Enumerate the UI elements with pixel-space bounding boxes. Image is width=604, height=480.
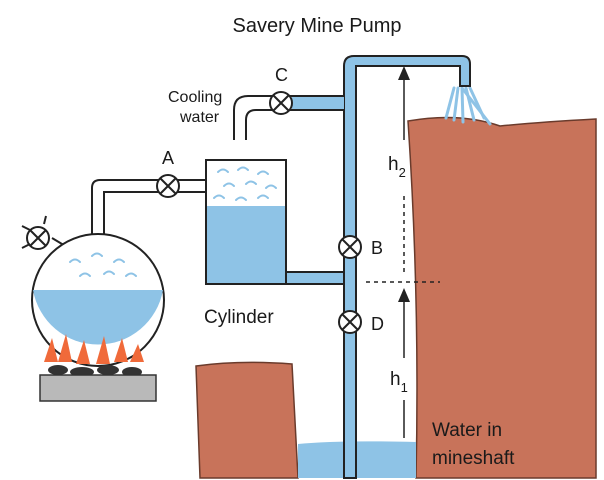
valve-c-label: C xyxy=(275,65,288,85)
boiler-water xyxy=(33,290,163,345)
valve-a-label: A xyxy=(162,148,174,168)
rising-main-pipe xyxy=(343,55,471,479)
mineshaft-label-1: Water in xyxy=(432,420,502,441)
boiler-valve-icon xyxy=(21,215,50,250)
cylinder-label: Cylinder xyxy=(204,307,274,328)
valve-b-label: B xyxy=(371,238,383,258)
valve-a-icon xyxy=(156,174,180,198)
fire-icon xyxy=(44,334,144,364)
water-outflow xyxy=(444,86,492,126)
valve-d-label: D xyxy=(371,314,384,334)
cylinder-steam xyxy=(213,166,277,201)
h1-arrow-icon xyxy=(398,288,410,302)
h2-label: h2 xyxy=(388,154,406,180)
cooling-water-label-1: Cooling xyxy=(168,89,222,106)
mineshaft-label-2: mineshaft xyxy=(432,448,515,469)
valve-d-icon xyxy=(338,310,362,334)
cooling-pipe-fill xyxy=(292,97,344,109)
valve-c-icon xyxy=(269,91,293,115)
cylinder-water xyxy=(207,206,285,283)
height-markers xyxy=(366,78,440,438)
cooling-water-label-2: water xyxy=(179,109,220,126)
furnace-stand xyxy=(39,374,157,402)
diagram-title: Savery Mine Pump xyxy=(233,15,402,37)
boiler-steam xyxy=(69,252,137,277)
ground-left xyxy=(195,361,299,479)
valve-b-icon xyxy=(338,235,362,259)
h1-label: h1 xyxy=(390,369,408,395)
h2-arrow-icon xyxy=(398,66,410,80)
cylinder-to-main-pipe xyxy=(285,271,345,285)
